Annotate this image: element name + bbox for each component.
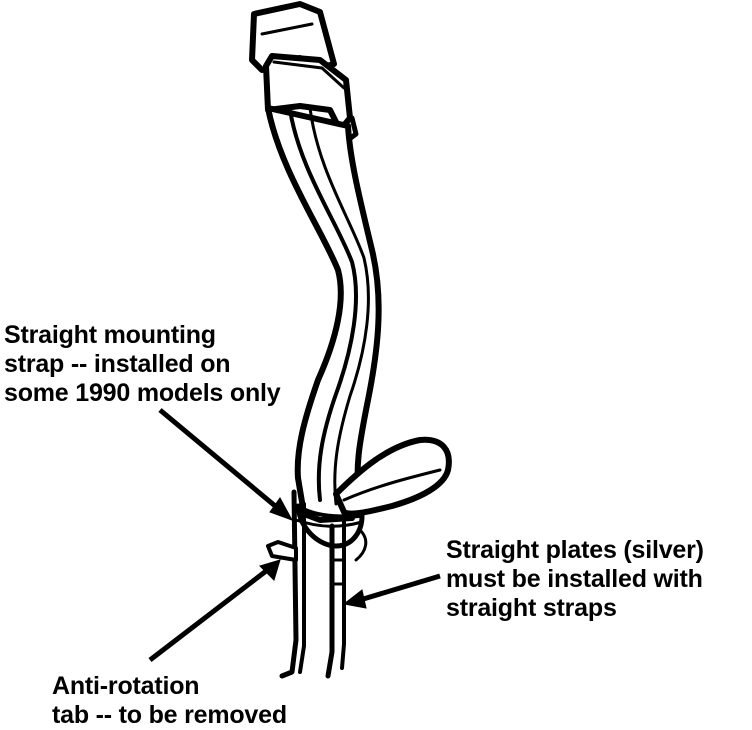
anti-rotation-tab	[266, 540, 298, 562]
leader-strap	[158, 408, 282, 512]
straight-plate-right	[325, 523, 335, 679]
label-straight-plates: Straight plates (silver) must be install…	[446, 536, 704, 623]
arrowhead-plates	[342, 589, 367, 609]
leader-plates	[359, 573, 441, 603]
label-line: Straight mounting	[4, 321, 216, 349]
label-line: some 1990 models only	[4, 379, 281, 407]
label-line: Anti-rotation	[52, 672, 200, 700]
straight-strap-left	[279, 489, 299, 679]
label-straight-mounting-strap: Straight mounting strap -- installed on …	[4, 321, 281, 408]
label-line: Straight plates (silver)	[446, 536, 704, 564]
buckle-foot	[333, 436, 452, 517]
label-anti-rotation-tab: Anti-rotation tab -- to be removed	[52, 672, 287, 730]
label-line: strap -- installed on	[4, 350, 231, 378]
buckle-stalk	[265, 105, 382, 523]
label-line: straight straps	[446, 594, 617, 622]
arrowhead-tab	[259, 559, 281, 581]
label-line: tab -- to be removed	[52, 701, 287, 729]
leader-tab	[148, 566, 272, 662]
arrowhead-strap	[269, 497, 294, 521]
label-line: must be installed with	[446, 565, 703, 593]
